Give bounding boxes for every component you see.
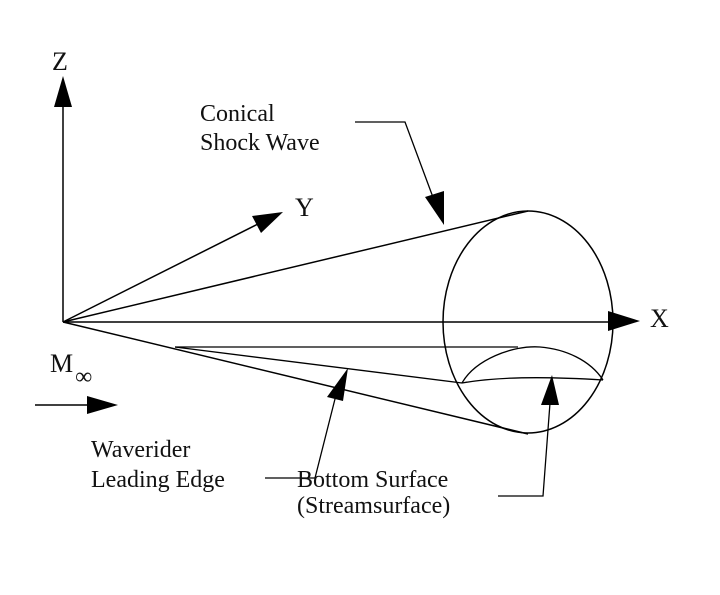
- leading-edge-lower: [174, 346, 463, 384]
- freestream-arrowhead: [87, 396, 118, 414]
- x-axis-arrowhead: [608, 311, 640, 331]
- y-axis-label: Y: [295, 193, 314, 222]
- z-axis: [54, 76, 72, 322]
- z-axis-arrowhead: [54, 76, 72, 107]
- waverider-body: [174, 346, 604, 384]
- leading-edge-label-line2: Leading Edge: [91, 467, 225, 493]
- leading-edge-label-line1: Waverider: [91, 437, 190, 463]
- conical-shock-label-line1: Conical: [200, 101, 275, 127]
- bottom-surface-leader-arrowhead: [541, 375, 559, 405]
- bottom-surface-label-line1: Bottom Surface: [297, 467, 448, 493]
- z-axis-label: Z: [52, 47, 68, 76]
- x-axis-label: X: [650, 304, 669, 333]
- cone-bottom-generator: [62, 321, 529, 435]
- shock-base-ellipse: [442, 210, 614, 434]
- leading-edge-leader: [265, 368, 348, 479]
- y-axis: [62, 212, 283, 323]
- conical-shock-leader: [355, 121, 444, 225]
- conical-shock-cone: [62, 210, 614, 435]
- y-axis-arrowhead: [252, 212, 283, 233]
- x-axis: [63, 311, 640, 331]
- conical-shock-leader-arrowhead: [425, 191, 444, 225]
- streamsurface-upper-edge: [461, 346, 604, 384]
- cone-top-generator: [62, 210, 529, 323]
- streamsurface-lower-edge: [461, 376, 604, 384]
- bottom-surface-leader: [498, 375, 559, 497]
- freestream-arrow: [35, 396, 118, 414]
- conical-shock-label-line2: Shock Wave: [200, 130, 320, 156]
- freestream-mach-label: M∞: [50, 349, 92, 390]
- leading-edge-leader-arrowhead: [327, 368, 348, 401]
- bottom-surface-label-line2: (Streamsurface): [297, 493, 450, 519]
